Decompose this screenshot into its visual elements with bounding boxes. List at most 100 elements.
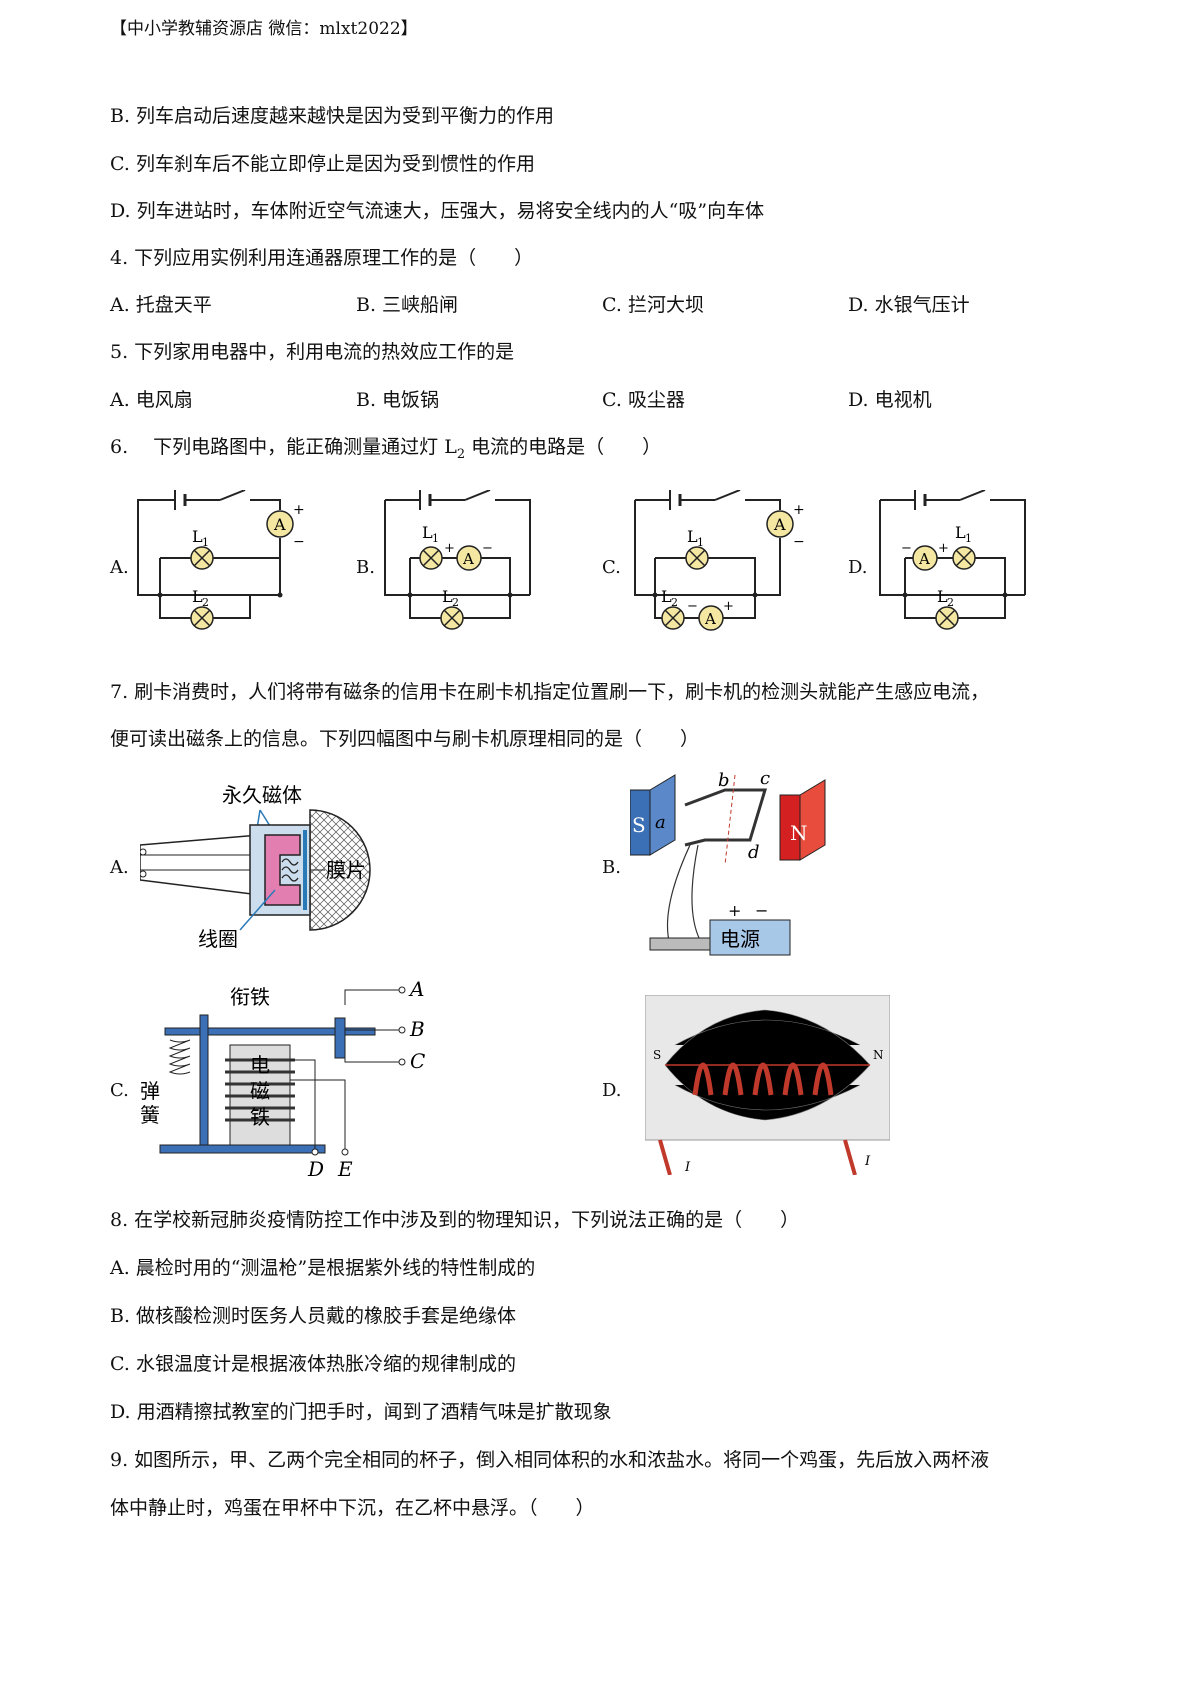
svg-text:L: L <box>442 587 453 606</box>
svg-text:2: 2 <box>202 596 209 609</box>
svg-text:A: A <box>273 515 286 534</box>
svg-text:L: L <box>937 587 948 606</box>
svg-text:2: 2 <box>947 596 954 609</box>
svg-text:1: 1 <box>697 536 704 549</box>
q7-label-d: D. <box>602 1080 622 1101</box>
q3-option-b: B. 列车启动后速度越来越快是因为受到平衡力的作用 <box>110 105 555 127</box>
q6-stem: 6. 下列电路图中，能正确测量通过灯 L2 电流的电路是（ ） <box>110 436 662 462</box>
q9-stem-line2: 体中静止时，鸡蛋在甲杯中下沉，在乙杯中悬浮。（ ） <box>110 1497 595 1519</box>
svg-text:L: L <box>192 527 203 546</box>
q7-label-b: B. <box>602 857 621 878</box>
svg-text:−: − <box>755 901 768 920</box>
figure-generator: S N a b c d 电源 + − <box>630 770 826 956</box>
svg-text:衔铁: 衔铁 <box>230 985 270 1009</box>
q8-option-b: B. 做核酸检测时医务人员戴的橡胶手套是绝缘体 <box>110 1305 517 1327</box>
q4-option-d: D. 水银气压计 <box>848 294 970 316</box>
q5-option-b: B. 电饭锅 <box>356 389 440 411</box>
svg-text:L: L <box>422 523 433 542</box>
svg-text:d: d <box>748 842 760 863</box>
svg-text:1: 1 <box>965 532 972 545</box>
figure-microphone: 永久磁体 膜片 线圈 <box>140 783 371 950</box>
q8-option-d: D. 用酒精擦拭教室的门把手时，闻到了酒精气味是扩散现象 <box>110 1401 612 1423</box>
svg-text:N: N <box>790 821 808 845</box>
lamp-l1 <box>190 546 214 570</box>
q6-label-b: B. <box>356 557 375 578</box>
q5-option-d: D. 电视机 <box>848 389 932 411</box>
q7-stem-line1: 7. 刷卡消费时，人们将带有磁条的信用卡在刷卡机指定位置刷一下，刷卡机的检测头就… <box>110 681 990 703</box>
figure-solenoid: S N I I <box>645 995 890 1175</box>
svg-text:1: 1 <box>202 536 209 549</box>
svg-text:C: C <box>410 1049 425 1073</box>
page-header: 【中小学教辅资源店 微信：mlxt2022】 <box>110 19 418 39</box>
svg-text:电: 电 <box>250 1053 270 1077</box>
svg-text:c: c <box>760 770 770 789</box>
q8-stem: 8. 在学校新冠肺炎疫情防控工作中涉及到的物理知识，下列说法正确的是（ ） <box>110 1209 800 1231</box>
svg-text:−: − <box>482 541 493 556</box>
q4-stem: 4. 下列应用实例利用连通器原理工作的是（ ） <box>110 247 534 269</box>
q7-label-c: C. <box>110 1080 129 1101</box>
svg-text:+: + <box>728 901 741 920</box>
q5-option-c: C. 吸尘器 <box>602 389 685 411</box>
q4-option-a: A. 托盘天平 <box>110 294 212 316</box>
svg-text:L: L <box>955 523 966 542</box>
svg-text:I: I <box>684 1160 691 1175</box>
svg-text:E: E <box>337 1157 353 1180</box>
figure-relay: 衔铁 弹 簧 电 磁 铁 D E A B C <box>140 980 425 1180</box>
q5-option-a: A. 电风扇 <box>110 389 193 411</box>
svg-text:电源: 电源 <box>720 927 760 951</box>
svg-text:1: 1 <box>432 532 439 545</box>
svg-text:−: − <box>293 534 305 550</box>
svg-text:线圈: 线圈 <box>198 927 238 950</box>
svg-text:L: L <box>687 527 698 546</box>
svg-text:−: − <box>687 599 698 614</box>
svg-text:b: b <box>718 770 730 791</box>
q7-stem-line2: 便可读出磁条上的信息。下列四幅图中与刷卡机原理相同的是（ ） <box>110 728 700 750</box>
q9-stem-line1: 9. 如图所示，甲、乙两个完全相同的杯子，倒入相同体积的水和浓盐水。将同一个鸡蛋… <box>110 1449 990 1471</box>
q8-option-a: A. 晨检时用的“测温枪”是根据紫外线的特性制成的 <box>110 1257 536 1279</box>
q6-label-d: D. <box>848 557 868 578</box>
svg-text:2: 2 <box>452 596 459 609</box>
svg-text:A: A <box>918 550 930 568</box>
svg-text:S: S <box>632 813 646 837</box>
svg-text:+: + <box>444 541 455 556</box>
q5-stem: 5. 下列家用电器中，利用电流的热效应工作的是 <box>110 341 515 363</box>
svg-text:膜片: 膜片 <box>326 858 366 882</box>
svg-text:I: I <box>864 1154 871 1169</box>
svg-text:L: L <box>192 587 203 606</box>
svg-text:A: A <box>704 610 716 628</box>
q7-label-a: A. <box>110 857 129 878</box>
svg-text:磁: 磁 <box>250 1079 270 1103</box>
svg-text:B: B <box>409 1017 425 1041</box>
svg-text:+: + <box>723 599 734 614</box>
q4-option-b: B. 三峡船闸 <box>356 294 459 316</box>
svg-text:D: D <box>307 1157 324 1180</box>
svg-text:弹: 弹 <box>140 1079 160 1103</box>
q6-label-a: A. <box>110 557 129 578</box>
svg-text:铁: 铁 <box>250 1105 270 1129</box>
svg-text:A: A <box>462 550 474 568</box>
svg-text:A: A <box>408 980 424 1001</box>
q3-option-d: D. 列车进站时，车体附近空气流速大，压强大，易将安全线内的人“吸”向车体 <box>110 200 765 222</box>
q4-option-c: C. 拦河大坝 <box>602 294 704 316</box>
svg-text:+: + <box>293 502 305 518</box>
svg-text:+: + <box>793 502 805 518</box>
lamp-l2 <box>190 606 214 630</box>
svg-text:N: N <box>873 1048 884 1062</box>
svg-text:A: A <box>773 515 786 534</box>
svg-text:−: − <box>901 541 912 556</box>
svg-text:−: − <box>793 534 805 550</box>
q3-option-c: C. 列车刹车后不能立即停止是因为受到惯性的作用 <box>110 153 535 175</box>
svg-text:S: S <box>653 1048 661 1062</box>
svg-text:L: L <box>661 587 672 606</box>
q8-option-c: C. 水银温度计是根据液体热胀冷缩的规律制成的 <box>110 1353 516 1375</box>
svg-text:2: 2 <box>671 596 678 609</box>
magnet-n <box>779 779 826 861</box>
svg-text:簧: 簧 <box>140 1103 160 1127</box>
q6-label-c: C. <box>602 557 621 578</box>
svg-text:永久磁体: 永久磁体 <box>222 783 302 807</box>
svg-text:a: a <box>655 812 666 833</box>
